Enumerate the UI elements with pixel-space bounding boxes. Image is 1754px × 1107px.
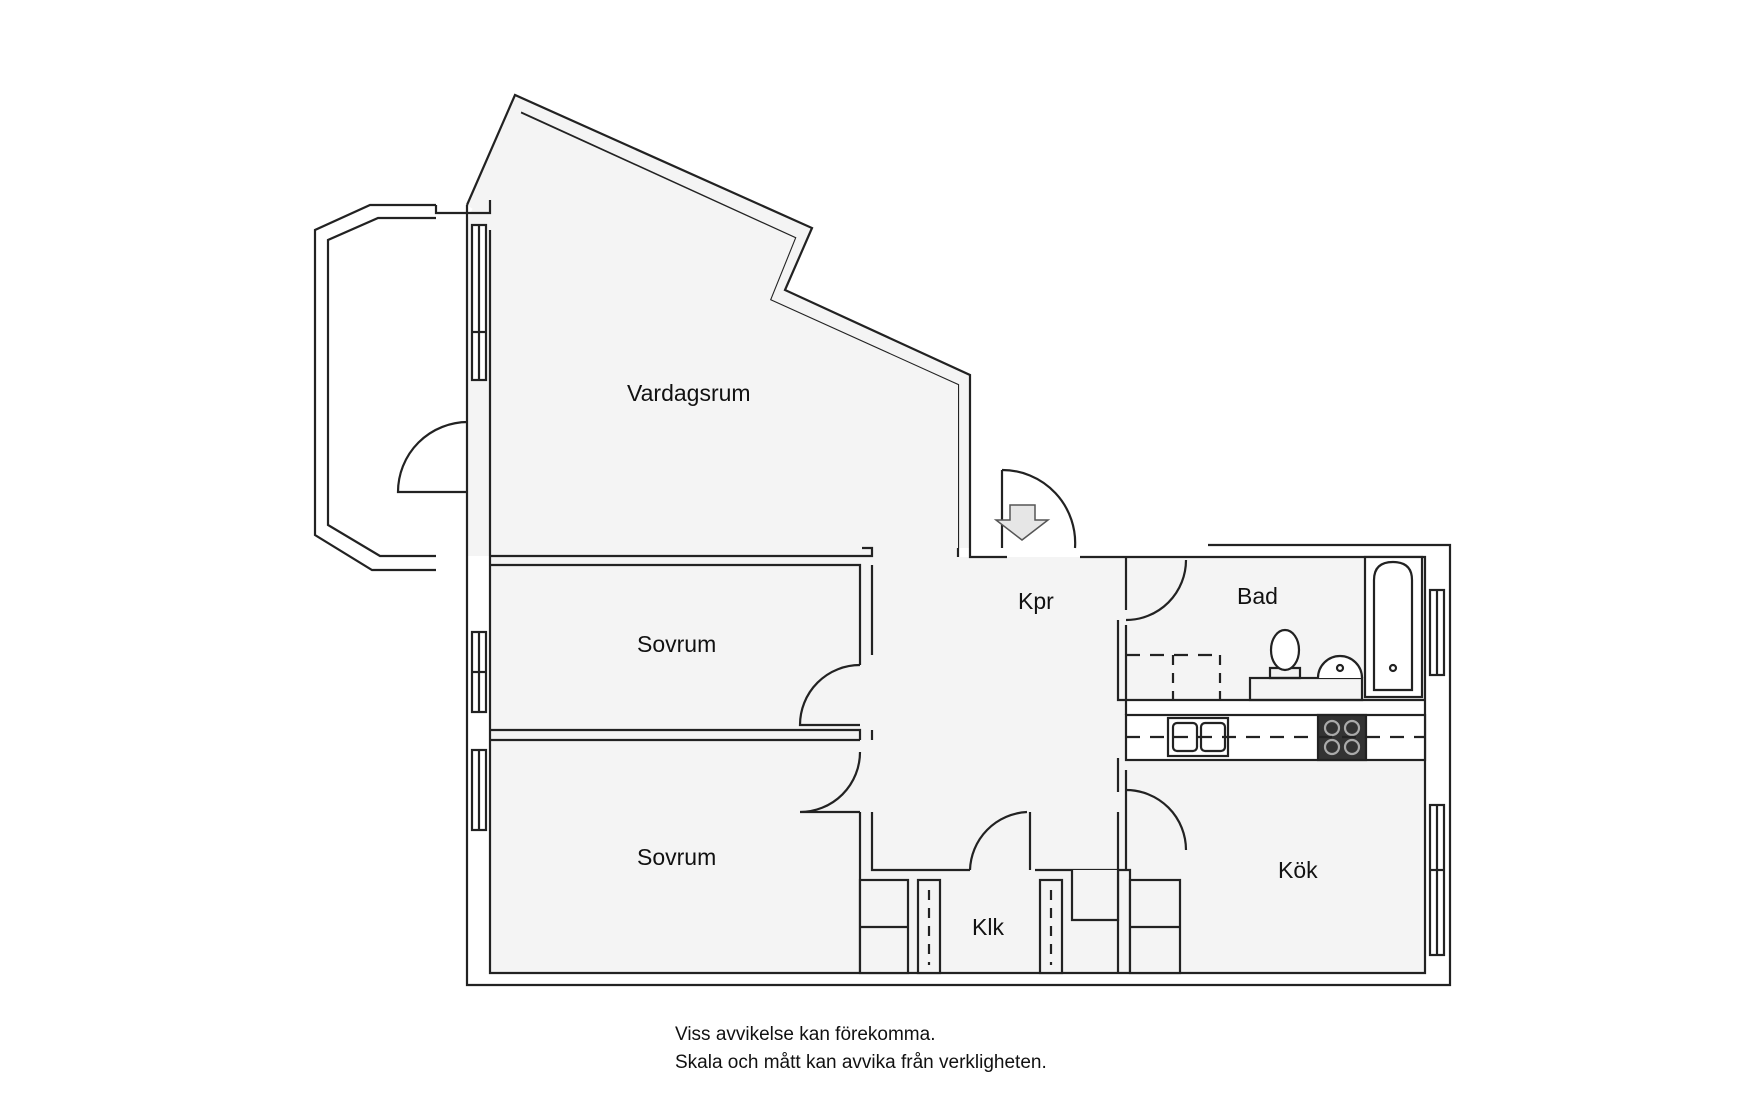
disclaimer-line-2: Skala och mått kan avvika från verklighe… (675, 1052, 1047, 1073)
doors (396, 420, 1188, 871)
label-sovrum-1: Sovrum (637, 631, 716, 657)
bathroom-fixtures (1126, 555, 1424, 702)
outer-walls (434, 200, 1452, 987)
balcony (313, 203, 436, 572)
label-vardagsrum: Vardagsrum (627, 380, 751, 406)
interior-walls (490, 546, 1425, 973)
label-kok: Kök (1278, 857, 1318, 883)
disclaimer: Viss avvikelse kan förekomma. Skala och … (675, 1021, 1047, 1077)
label-bad: Bad (1237, 583, 1278, 609)
closets (858, 870, 1182, 975)
windows (470, 223, 1446, 957)
label-klk: Klk (972, 914, 1004, 940)
label-kpr: Kpr (1018, 588, 1054, 614)
kitchen-counter (1124, 713, 1427, 762)
entrance-arrow-icon (993, 504, 1051, 541)
apartment-floor (468, 113, 1425, 973)
disclaimer-line-1: Viss avvikelse kan förekomma. (675, 1024, 936, 1045)
label-sovrum-2: Sovrum (637, 844, 716, 870)
